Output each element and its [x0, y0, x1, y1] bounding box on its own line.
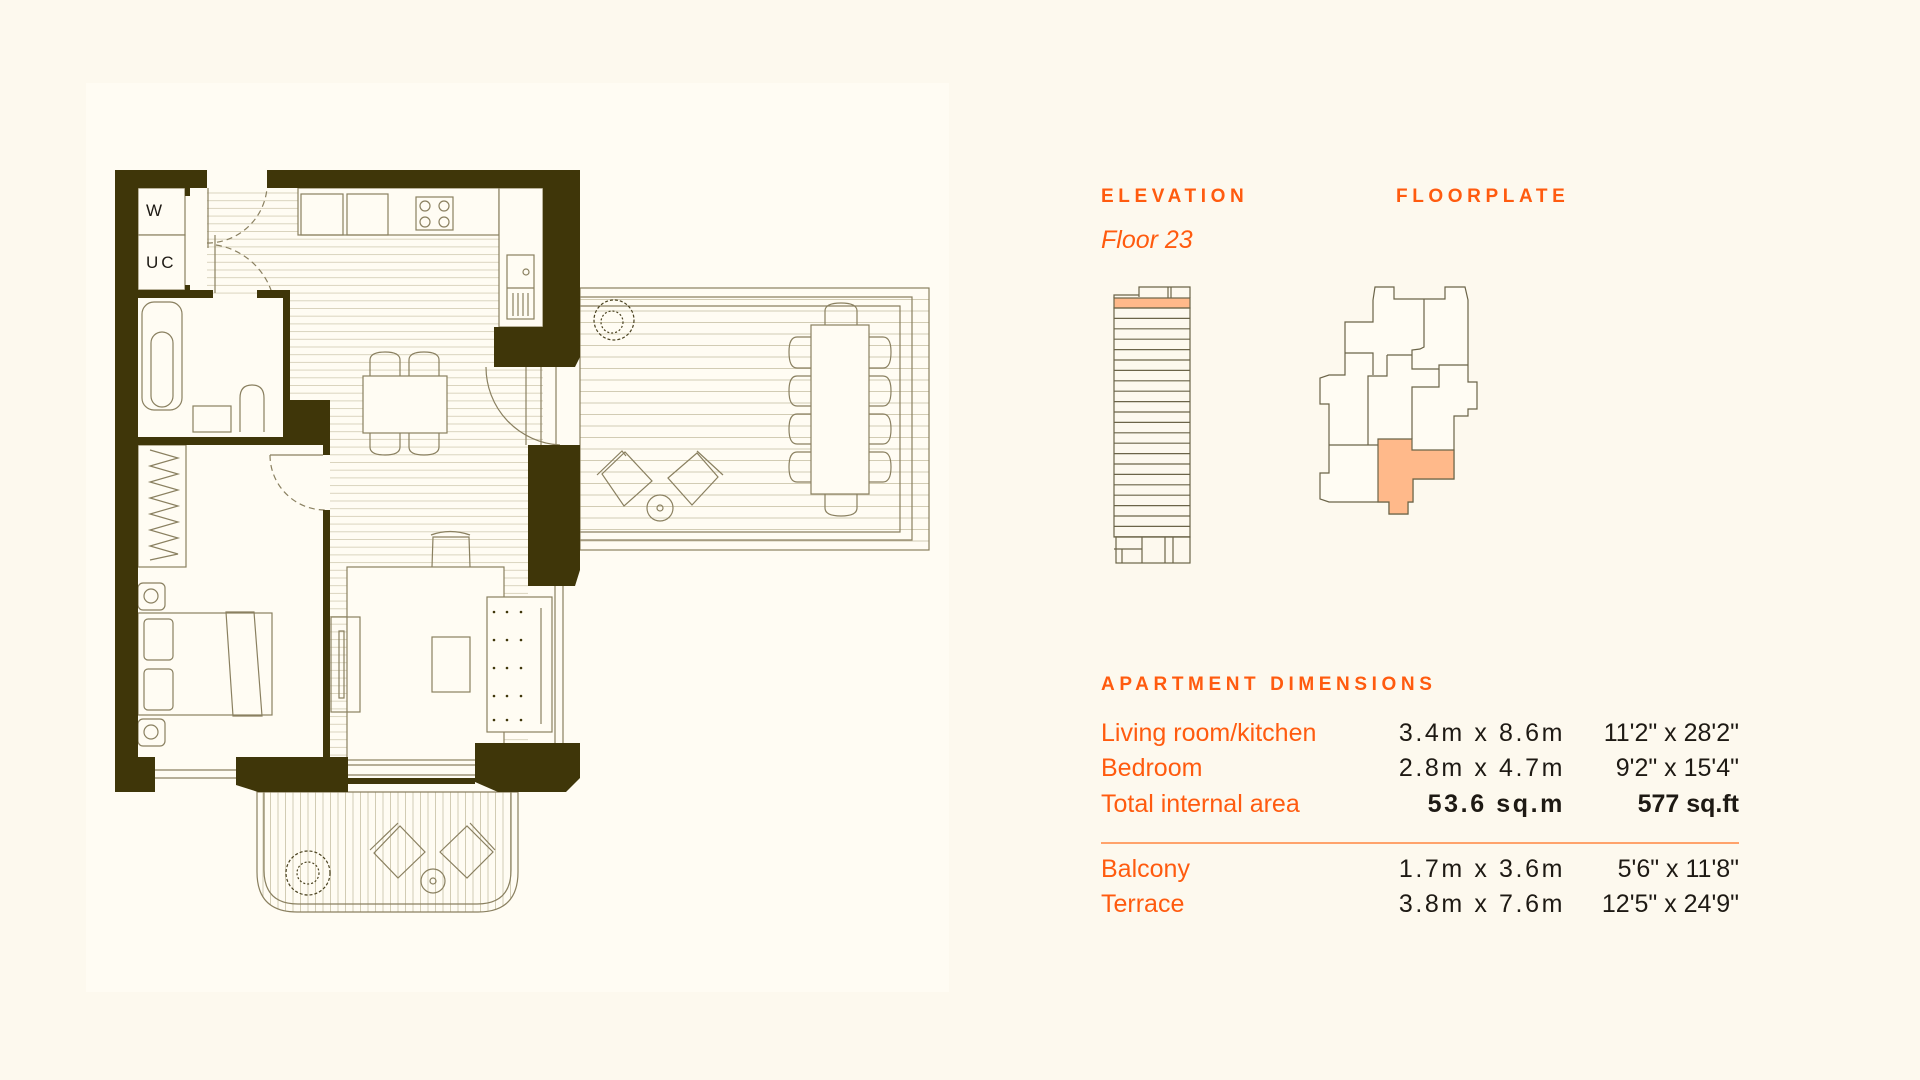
bathtub [141, 301, 183, 411]
walls [115, 170, 580, 792]
row-label: Terrace [1101, 890, 1185, 918]
desk-zone [346, 566, 505, 761]
tv-unit [330, 616, 361, 713]
dimension-row-terrace: Terrace 3.8m x 7.6m 12'5" x 24'9" [1101, 890, 1739, 922]
row-metric: 1.7m x 3.6m [1398, 855, 1565, 883]
row-imperial: 12'5" x 24'9" [1601, 890, 1739, 918]
floor-number: Floor 23 [1101, 226, 1193, 254]
divider [1101, 842, 1739, 844]
washer-label: W [146, 201, 164, 220]
elevation-heading: ELEVATION [1101, 186, 1249, 207]
dining-table [362, 375, 448, 434]
sink-icon [506, 254, 535, 320]
highlighted-apartment [1377, 438, 1455, 515]
highlighted-floor [1113, 297, 1191, 309]
row-imperial: 9'2" x 15'4" [1615, 754, 1739, 782]
floorplate-heading: FLOORPLATE [1396, 186, 1570, 207]
utility-cupboard-label: UC [146, 253, 177, 272]
terrace [579, 287, 930, 551]
toilet [239, 384, 265, 432]
row-imperial: 5'6" x 11'8" [1617, 855, 1739, 883]
elevation-diagram [1113, 286, 1191, 564]
row-metric: 53.6 sq.m [1427, 790, 1565, 818]
plant-icon [593, 299, 635, 341]
row-label: Bedroom [1101, 754, 1203, 782]
terrace-table [810, 324, 870, 495]
balcony [256, 791, 519, 913]
lounge-chair [601, 451, 653, 507]
row-label: Total internal area [1101, 790, 1300, 818]
row-metric: 2.8m x 4.7m [1398, 754, 1565, 782]
row-metric: 3.4m x 8.6m [1398, 719, 1565, 747]
dimensions-heading: APARTMENT DIMENSIONS [1101, 674, 1437, 695]
dimension-row-bedroom: Bedroom 2.8m x 4.7m 9'2" x 15'4" [1101, 754, 1739, 786]
row-imperial: 577 sq.ft [1637, 790, 1739, 818]
row-metric: 3.8m x 7.6m [1398, 890, 1565, 918]
dimension-row-balcony: Balcony 1.7m x 3.6m 5'6" x 11'8" [1101, 855, 1739, 887]
row-imperial: 11'2" x 28'2" [1603, 719, 1739, 747]
dimension-row-total: Total internal area 53.6 sq.m 577 sq.ft [1101, 790, 1739, 822]
hob-icon [415, 196, 454, 231]
floorplate-diagram [1319, 286, 1478, 515]
dimension-row-living: Living room/kitchen 3.4m x 8.6m 11'2" x … [1101, 719, 1739, 751]
row-label: Balcony [1101, 855, 1190, 883]
row-label: Living room/kitchen [1101, 719, 1317, 747]
lounge-chair [667, 452, 719, 506]
sofa [486, 596, 553, 733]
